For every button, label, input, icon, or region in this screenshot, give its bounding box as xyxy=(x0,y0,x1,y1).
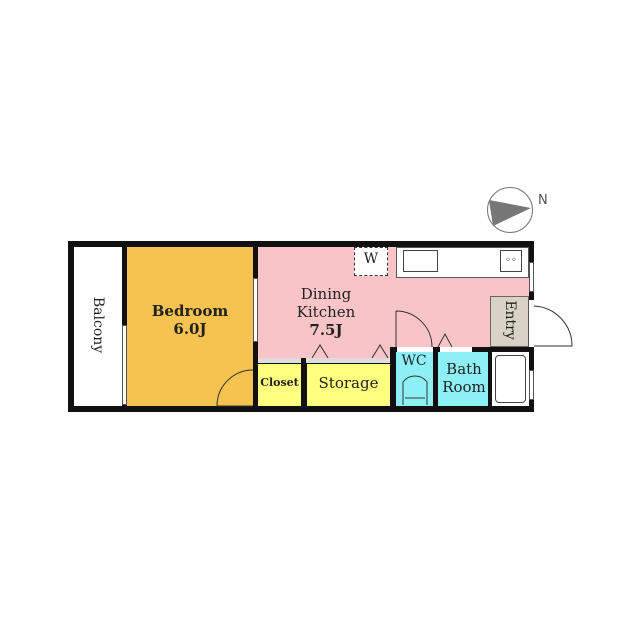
toilet-icon xyxy=(402,375,428,405)
wall xyxy=(301,358,306,406)
wc-door xyxy=(395,310,433,348)
wall xyxy=(433,347,438,407)
dk-label-line1: Dining xyxy=(300,285,352,303)
compass-icon xyxy=(487,187,533,233)
bedroom-door xyxy=(216,369,254,407)
washer-space xyxy=(354,247,388,276)
washer-label: W xyxy=(363,251,379,267)
bathtub xyxy=(492,352,529,406)
bedroom xyxy=(127,247,253,406)
closet-label: Closet xyxy=(260,376,299,389)
storage xyxy=(307,364,390,406)
bedroom-label: Bedroom xyxy=(151,302,229,320)
bath-label-line1: Bath xyxy=(446,360,482,378)
wall xyxy=(488,347,492,407)
kitchen-window xyxy=(529,262,534,292)
stove-icon: ◦◦ xyxy=(500,250,522,272)
closet xyxy=(258,364,301,406)
balcony xyxy=(74,247,122,406)
compass-north-label: N xyxy=(538,193,548,208)
entry xyxy=(490,296,529,347)
kitchen-counter xyxy=(396,247,529,278)
closet-doors xyxy=(311,332,453,359)
dk-label-line2: Kitchen xyxy=(296,303,356,321)
wall xyxy=(390,347,395,407)
balcony-window[interactable] xyxy=(122,325,127,405)
dk-size: 7.5J xyxy=(309,321,343,339)
bathtub-basin xyxy=(495,355,526,403)
sliding-door[interactable] xyxy=(253,278,258,342)
balcony-label: Balcony xyxy=(90,296,107,354)
bath-window xyxy=(529,370,534,400)
closet-rail xyxy=(258,358,390,363)
bath-door-opening xyxy=(440,347,472,352)
wc-door-opening xyxy=(397,347,433,352)
bath-label-line2: Room xyxy=(442,378,486,396)
bedroom-size: 6.0J xyxy=(173,320,207,338)
wc-label: WC xyxy=(401,353,427,369)
storage-label: Storage xyxy=(318,374,379,392)
sink-icon xyxy=(403,250,438,272)
entry-door xyxy=(533,305,573,347)
bath-room xyxy=(438,352,490,406)
entry-door-opening xyxy=(528,300,534,347)
entry-label: Entry xyxy=(502,300,519,340)
